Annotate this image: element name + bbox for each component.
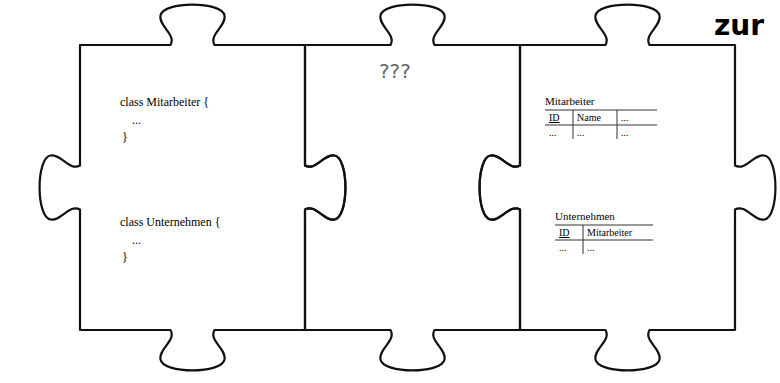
- code-line: }: [122, 250, 128, 264]
- table-header: ID: [549, 111, 560, 124]
- piece-border: [480, 5, 776, 371]
- table-cell: ...: [577, 126, 585, 139]
- table-cell: ...: [587, 241, 595, 254]
- table-header: ...: [621, 111, 629, 124]
- table-header: ID: [559, 226, 570, 239]
- code-line: }: [122, 130, 128, 144]
- table-cell: ...: [621, 126, 629, 139]
- code-line: class Mitarbeiter {: [120, 95, 209, 109]
- table-rule: [545, 110, 657, 111]
- puzzle-piece: ???: [305, 45, 520, 330]
- table-name: Unternehmen: [555, 210, 615, 223]
- table-cell: ...: [549, 126, 557, 139]
- puzzle-piece: class Mitarbeiter {...} class Unternehmen…: [80, 45, 305, 330]
- table-rule: [555, 225, 653, 226]
- table-rule: [545, 125, 657, 126]
- piece-outline: [520, 45, 735, 330]
- puzzle-piece: MitarbeiterIDName............Unternehmen…: [520, 45, 735, 330]
- placeholder-text: ???: [379, 59, 411, 83]
- piece-border: [40, 5, 346, 371]
- code-line: ...: [132, 113, 141, 127]
- piece-outline: [305, 45, 520, 330]
- piece-border: [305, 5, 520, 371]
- table-rule: [573, 110, 574, 139]
- table-cell: ...: [559, 241, 567, 254]
- table-header: Mitarbeiter: [587, 226, 632, 239]
- code-line: class Unternehmen {: [120, 215, 220, 229]
- table-header: Name: [577, 111, 601, 124]
- database-table: MitarbeiterID Name............: [545, 95, 657, 140]
- table-name: Mitarbeiter: [545, 95, 594, 108]
- heading-fragment: zur: [714, 10, 764, 42]
- table-rule: [555, 240, 653, 241]
- database-table: UnternehmenID Mitarbeiter......: [555, 210, 653, 255]
- table-rule: [583, 225, 584, 254]
- piece-outline: [80, 45, 305, 330]
- table-rule: [617, 110, 618, 139]
- code-line: ...: [132, 233, 141, 247]
